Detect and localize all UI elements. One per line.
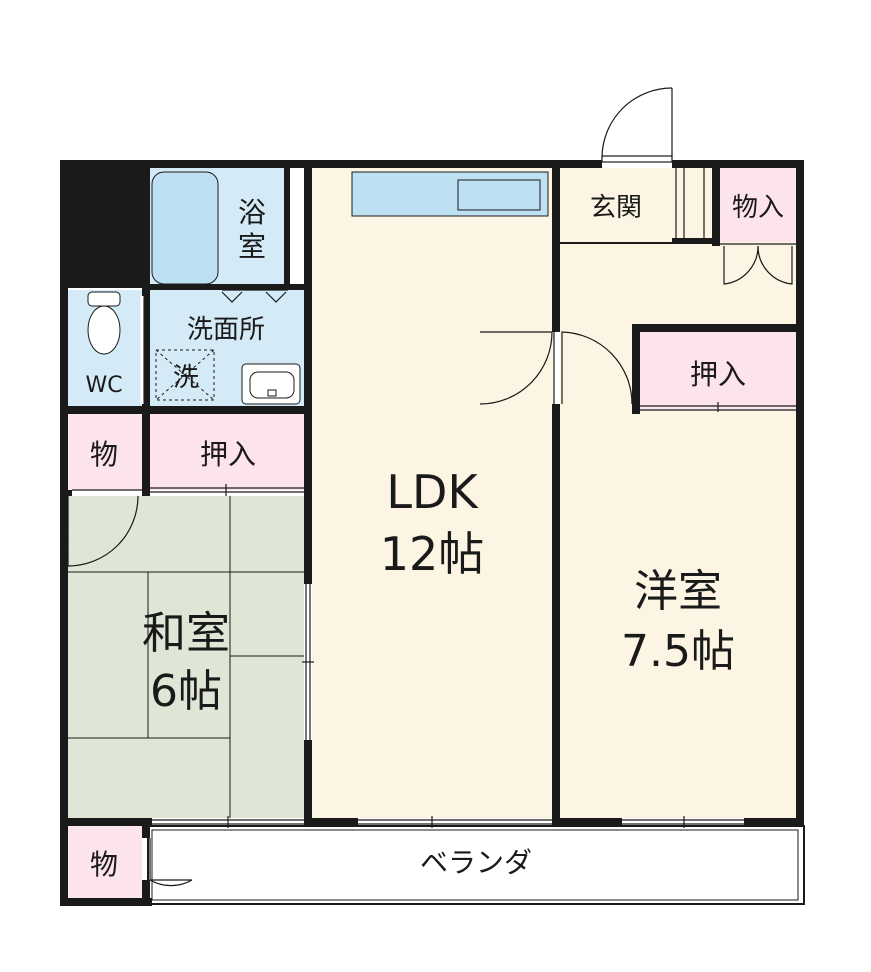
- monoire-label: 物入: [732, 193, 784, 223]
- ldk-floor: [312, 168, 554, 818]
- oshiire-left-label: 押入: [200, 438, 256, 471]
- ldk-size: 12帖: [380, 527, 485, 581]
- storage-balcony-label: 物: [90, 848, 118, 881]
- wall-block-top-left: [60, 160, 142, 288]
- floors: [60, 160, 796, 898]
- wash-basin-icon: [241, 363, 301, 405]
- balcony-floor: [147, 825, 805, 905]
- toilet-icon: [87, 291, 121, 355]
- doors-windows: [67, 87, 796, 887]
- washitsu-floor: [66, 496, 304, 818]
- washitsu-name: 和室: [142, 608, 230, 659]
- oshiire-right-label: 押入: [690, 358, 746, 391]
- walls: [60, 160, 804, 906]
- storage-left-label: 物: [90, 438, 118, 471]
- kitchen-counter-icon: [351, 171, 549, 217]
- youshitsu-name: 洋室: [634, 566, 722, 617]
- fixtures: [87, 171, 549, 405]
- youshitsu-size: 7.5帖: [621, 626, 735, 677]
- tatami-lines: [66, 496, 304, 818]
- youshitsu-floor: [560, 414, 796, 818]
- bath-label-1: 浴: [238, 196, 266, 229]
- storage-left-floor: [66, 414, 142, 490]
- genkan-label: 玄関: [590, 193, 642, 223]
- labels: 浴 室 洗面所 洗 WC 物 押入 和室 6帖 LDK 12帖 玄関 物入 押入…: [85, 193, 784, 881]
- washitsu-size: 6帖: [150, 666, 222, 717]
- storage-balcony-floor: [66, 826, 142, 898]
- oshiire-left-floor: [148, 414, 304, 490]
- bath-label-2: 室: [238, 230, 266, 263]
- bathtub-icon: [151, 171, 219, 285]
- washer-label: 洗: [173, 363, 199, 393]
- oshiire-right-floor: [640, 332, 796, 410]
- veranda-label: ベランダ: [420, 846, 532, 879]
- ldk-name: LDK: [386, 465, 479, 519]
- washroom-label: 洗面所: [187, 315, 265, 345]
- wc-label: WC: [85, 373, 122, 398]
- monoire-floor: [720, 168, 796, 242]
- balcony: [147, 825, 805, 905]
